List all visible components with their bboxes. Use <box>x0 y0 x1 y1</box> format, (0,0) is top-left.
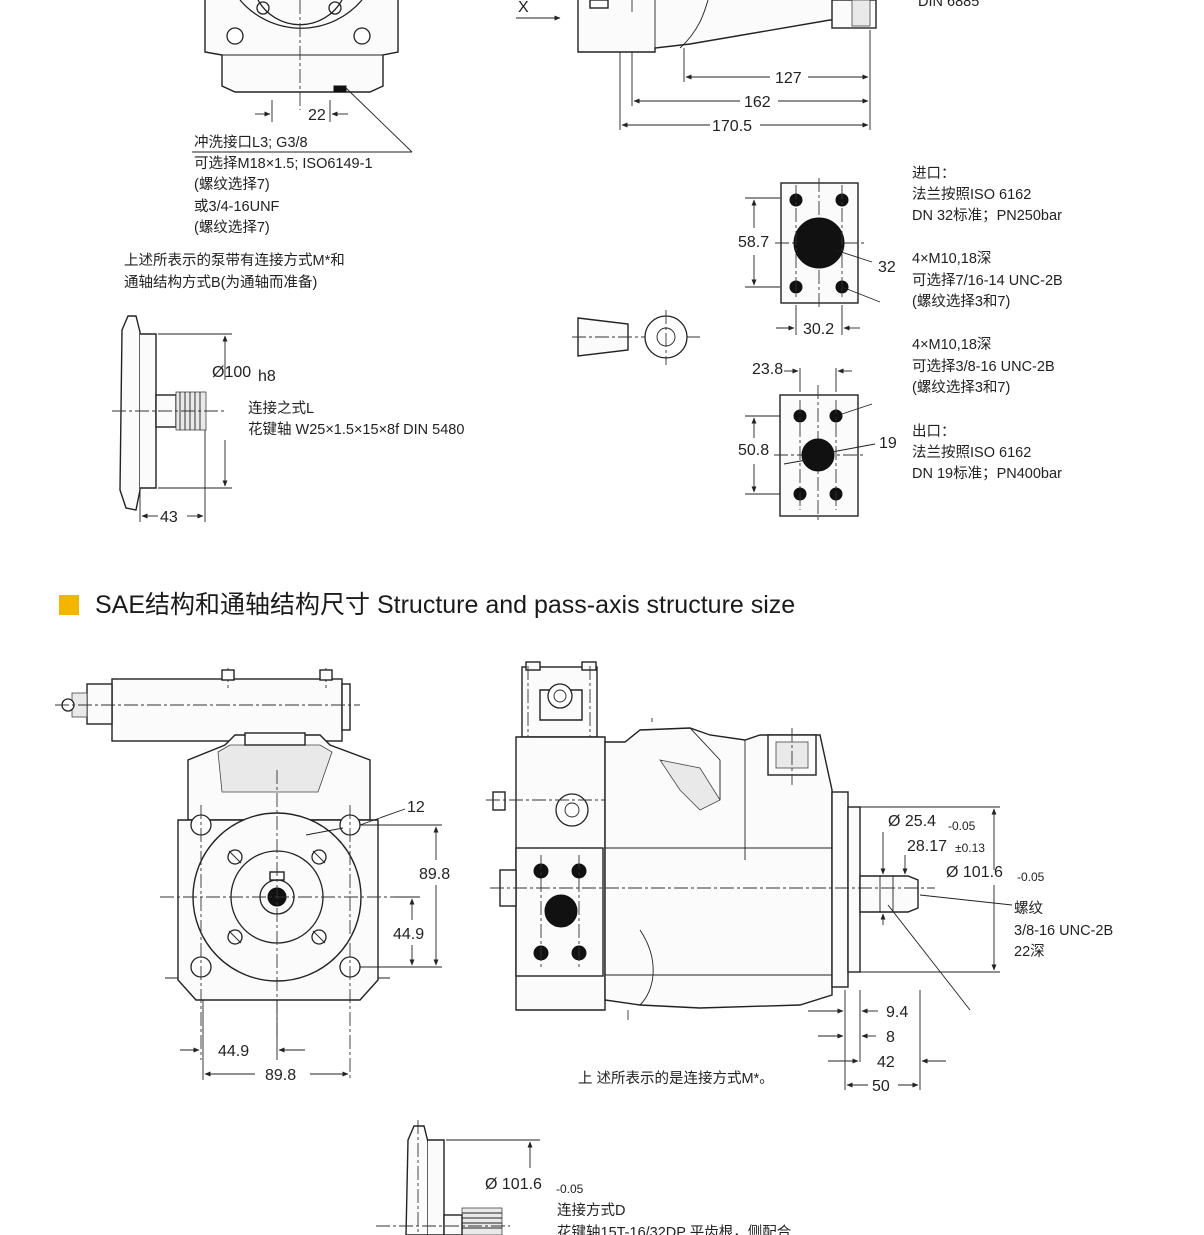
dim-28-17-tolerance: ±0.13 <box>955 841 985 855</box>
pump-note-line-2: 通轴结构方式B(为通轴而准备) <box>124 274 317 291</box>
sae-side-view <box>486 661 1013 1090</box>
outlet-note-1: 出口： <box>912 423 956 440</box>
view-x-label: X <box>518 0 529 16</box>
shaft-d-dia-tolerance: -0.05 <box>556 1182 584 1196</box>
key-detail <box>572 310 700 365</box>
dia-101-6-tolerance: -0.05 <box>1017 870 1045 884</box>
flush-port-line-4: 或3/4-16UNF <box>194 198 280 215</box>
flush-port-line-5: (螺纹选择7) <box>194 219 270 236</box>
outlet-thread-3: (螺纹选择3和7) <box>912 379 1010 396</box>
dim-89-8-horizontal: 89.8 <box>265 1067 296 1084</box>
dim-12: 12 <box>407 799 425 816</box>
flush-port-line-2: 可选择M18×1.5; ISO6149-1 <box>194 155 373 172</box>
inlet-note-3: DN 32标准；PN250bar <box>912 207 1062 224</box>
outlet-width: 23.8 <box>752 361 783 378</box>
thread-note-1: 螺纹 <box>1014 900 1043 917</box>
top-right-pump-view: X <box>516 0 877 130</box>
dia-25-4: Ø 25.4 <box>888 813 936 830</box>
section-title: SAE结构和通轴结构尺寸 Structure and pass-axis str… <box>95 591 795 619</box>
shaft-d-line-1: 连接方式D <box>557 1202 625 1219</box>
shaft-d-side-view <box>376 1120 540 1235</box>
dim-89-8-vertical: 89.8 <box>419 866 450 883</box>
shaft-d-line-2: 花键轴15T-16/32DP 平齿根，侧配合 <box>557 1224 792 1235</box>
thread-note-3: 22深 <box>1014 943 1045 960</box>
outlet-thread-2: 可选择3/8-16 UNC-2B <box>912 358 1055 375</box>
outlet-note-2: 法兰按照ISO 6162 <box>912 444 1031 461</box>
inlet-flange <box>745 178 881 335</box>
connection-note: 上 述所表示的是连接方式M*。 <box>578 1070 774 1087</box>
pump-note-line-1: 上述所表示的泵带有连接方式M*和 <box>124 252 345 269</box>
inlet-width: 30.2 <box>803 321 834 338</box>
sae-end-view <box>55 668 442 1080</box>
din-label: DIN 6885 <box>918 0 979 10</box>
dim-44-9-vertical: 44.9 <box>393 926 424 943</box>
shaft-l-side-view <box>112 315 232 522</box>
thread-note-2: 3/8-16 UNC-2B <box>1014 923 1113 939</box>
dim-42: 42 <box>877 1054 895 1071</box>
dim-162: 162 <box>744 94 771 111</box>
dia-100-tolerance: h8 <box>258 368 276 385</box>
inlet-diameter: 32 <box>878 259 896 276</box>
inlet-thread-1: 4×M10,18深 <box>912 250 991 267</box>
outlet-note-3: DN 19标准；PN400bar <box>912 465 1062 482</box>
shaft-l-line-1: 连接之式L <box>248 400 314 417</box>
shaft-l-line-2: 花键轴 W25×1.5×15×8f DIN 5480 <box>248 421 464 438</box>
dim-43: 43 <box>160 509 178 526</box>
inlet-note-2: 法兰按照ISO 6162 <box>912 186 1031 203</box>
dim-28-17: 28.17 <box>907 838 947 855</box>
outlet-flange <box>745 368 876 522</box>
dia-101-6: Ø 101.6 <box>946 864 1003 881</box>
outlet-diameter: 19 <box>879 435 897 452</box>
inlet-thread-2: 可选择7/16-14 UNC-2B <box>912 272 1063 289</box>
dim-50: 50 <box>872 1078 890 1095</box>
dim-9-4: 9.4 <box>886 1004 908 1021</box>
inlet-thread-3: (螺纹选择3和7) <box>912 293 1010 310</box>
flush-port-line-1: 冲洗接口L3; G3/8 <box>194 134 308 151</box>
flush-port-line-3: (螺纹选择7) <box>194 176 270 193</box>
dim-170-5: 170.5 <box>712 118 752 135</box>
outlet-height: 50.8 <box>738 442 769 459</box>
dim-127: 127 <box>775 70 802 87</box>
shaft-d-dia-101-6: Ø 101.6 <box>485 1176 542 1193</box>
dim-8: 8 <box>886 1029 895 1046</box>
inlet-note-1: 进口： <box>912 165 956 182</box>
inlet-height: 58.7 <box>738 234 769 251</box>
dia-100: Ø100 <box>212 364 251 381</box>
dia-25-4-tolerance: -0.05 <box>948 819 976 833</box>
dim-22: 22 <box>308 107 326 124</box>
section-marker-icon <box>59 595 79 615</box>
outlet-thread-1: 4×M10,18深 <box>912 336 991 353</box>
dim-44-9-horizontal: 44.9 <box>218 1043 249 1060</box>
top-left-pump-view <box>192 0 413 153</box>
